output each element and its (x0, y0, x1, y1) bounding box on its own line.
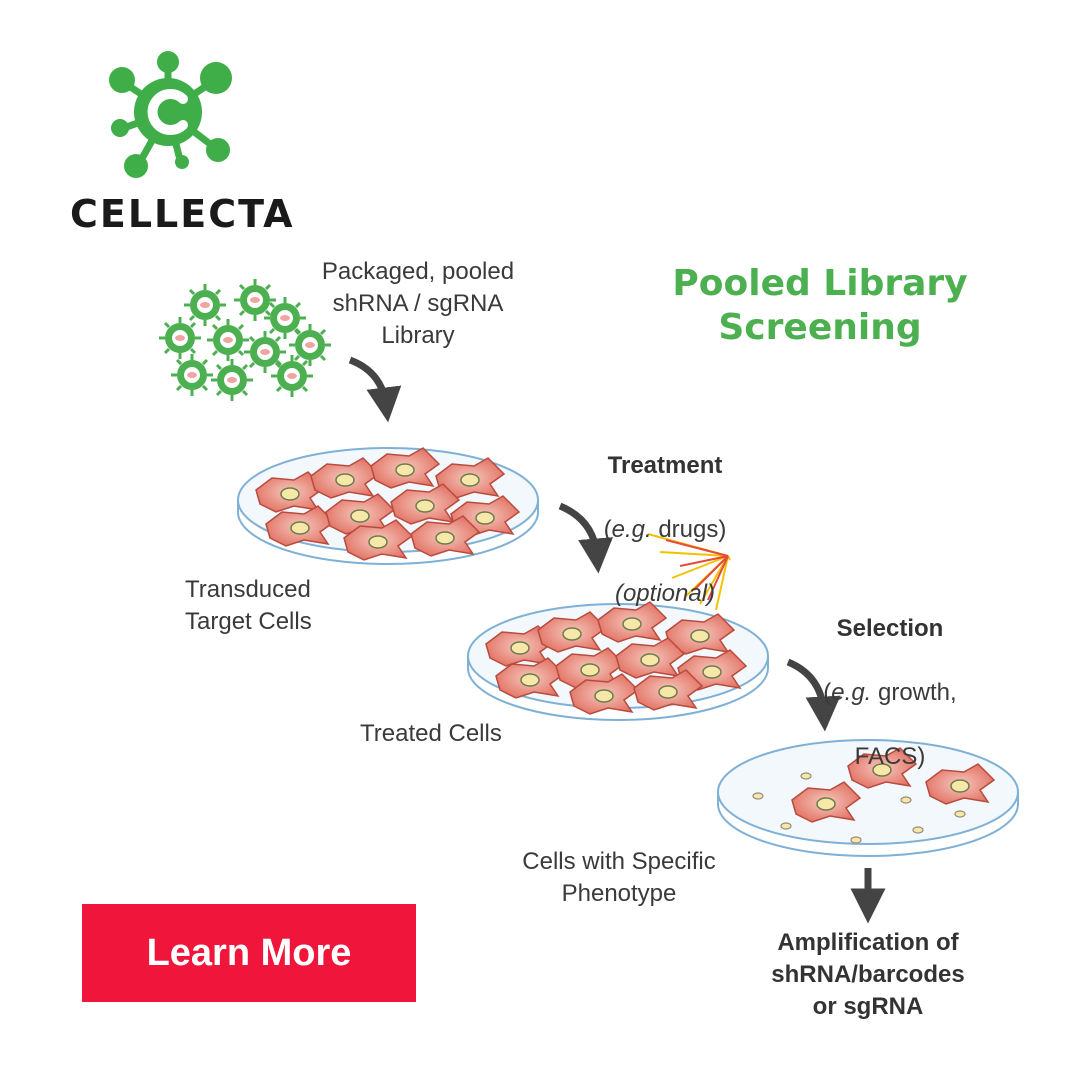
amplification-label: Amplification of shRNA/barcodes or sgRNA (771, 929, 965, 1020)
petri-dish-transduced (237, 447, 539, 565)
selection-title: Selection (836, 615, 944, 642)
selection-eg: e.g. (831, 679, 872, 706)
treated-label: Treated Cells (360, 720, 502, 747)
petri-dish-phenotype (717, 739, 1019, 857)
treatment-eg-rest: drugs) (651, 516, 727, 543)
treatment-label: Treatment (e.g. drugs) (optional) (560, 418, 770, 642)
selection-line2: FACS) (854, 743, 926, 770)
phenotype-label: Cells with Specific Phenotype (522, 848, 716, 907)
transduced-label: Transduced Target Cells (185, 576, 312, 635)
treatment-eg: e.g. (611, 516, 652, 543)
learn-more-button[interactable]: Learn More (82, 904, 416, 1002)
treatment-title: Treatment (607, 452, 723, 479)
treatment-example: (e.g. drugs) (603, 516, 727, 543)
selection-example: (e.g. growth, (823, 679, 957, 706)
library-label: Packaged, pooled shRNA / sgRNA Library (321, 258, 515, 349)
selection-eg-rest: growth, (871, 679, 957, 706)
selection-label: Selection (e.g. growth, FACS) (790, 581, 990, 805)
diagram-title: Pooled Library Screening (672, 263, 968, 348)
brand-name: CELLECTA (70, 192, 295, 236)
treatment-optional: (optional) (614, 580, 716, 607)
petri-dish-treated (467, 601, 769, 721)
treatment-burst (647, 533, 731, 611)
